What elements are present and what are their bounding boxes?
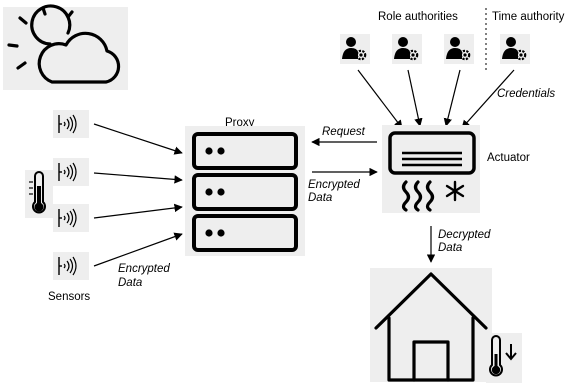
wireless-sensor-icon — [53, 158, 89, 186]
request-label: Request — [322, 126, 366, 138]
wireless-sensor-icon — [53, 252, 89, 280]
sensor-group — [53, 110, 89, 280]
thermometer-icon — [25, 170, 53, 218]
sensor-encrypted-label-1: Encrypted — [118, 263, 170, 275]
sensors-label: Sensors — [48, 291, 90, 303]
actuator-label: Actuator — [487, 152, 530, 164]
proxy-encrypted-label-2: Data — [308, 192, 332, 204]
decrypted-label-2: Data — [438, 242, 462, 254]
credentials-label: Credentials — [497, 88, 555, 100]
server-icon — [185, 126, 305, 256]
wireless-sensor-icon — [53, 204, 89, 232]
sensor-arrows — [93, 123, 183, 267]
role-authorities-label: Role authorities — [378, 11, 458, 23]
time-authority-label: Time authority — [492, 11, 565, 23]
thermometer-down-icon — [486, 333, 522, 383]
decrypted-label-1: Decrypted — [438, 229, 491, 241]
proxy-encrypted-label-1: Encrypted — [308, 179, 360, 191]
user-gear-icon — [500, 34, 530, 64]
user-gear-icon — [340, 34, 370, 64]
credential-arrows — [357, 69, 515, 129]
user-gear-icon — [444, 34, 474, 64]
user-gear-icon — [392, 34, 422, 64]
air-conditioner-icon — [382, 125, 480, 213]
house-icon — [370, 268, 492, 382]
sun-cloud-icon — [3, 4, 128, 90]
sensor-encrypted-label-2: Data — [118, 277, 142, 289]
wireless-sensor-icon — [53, 110, 89, 138]
